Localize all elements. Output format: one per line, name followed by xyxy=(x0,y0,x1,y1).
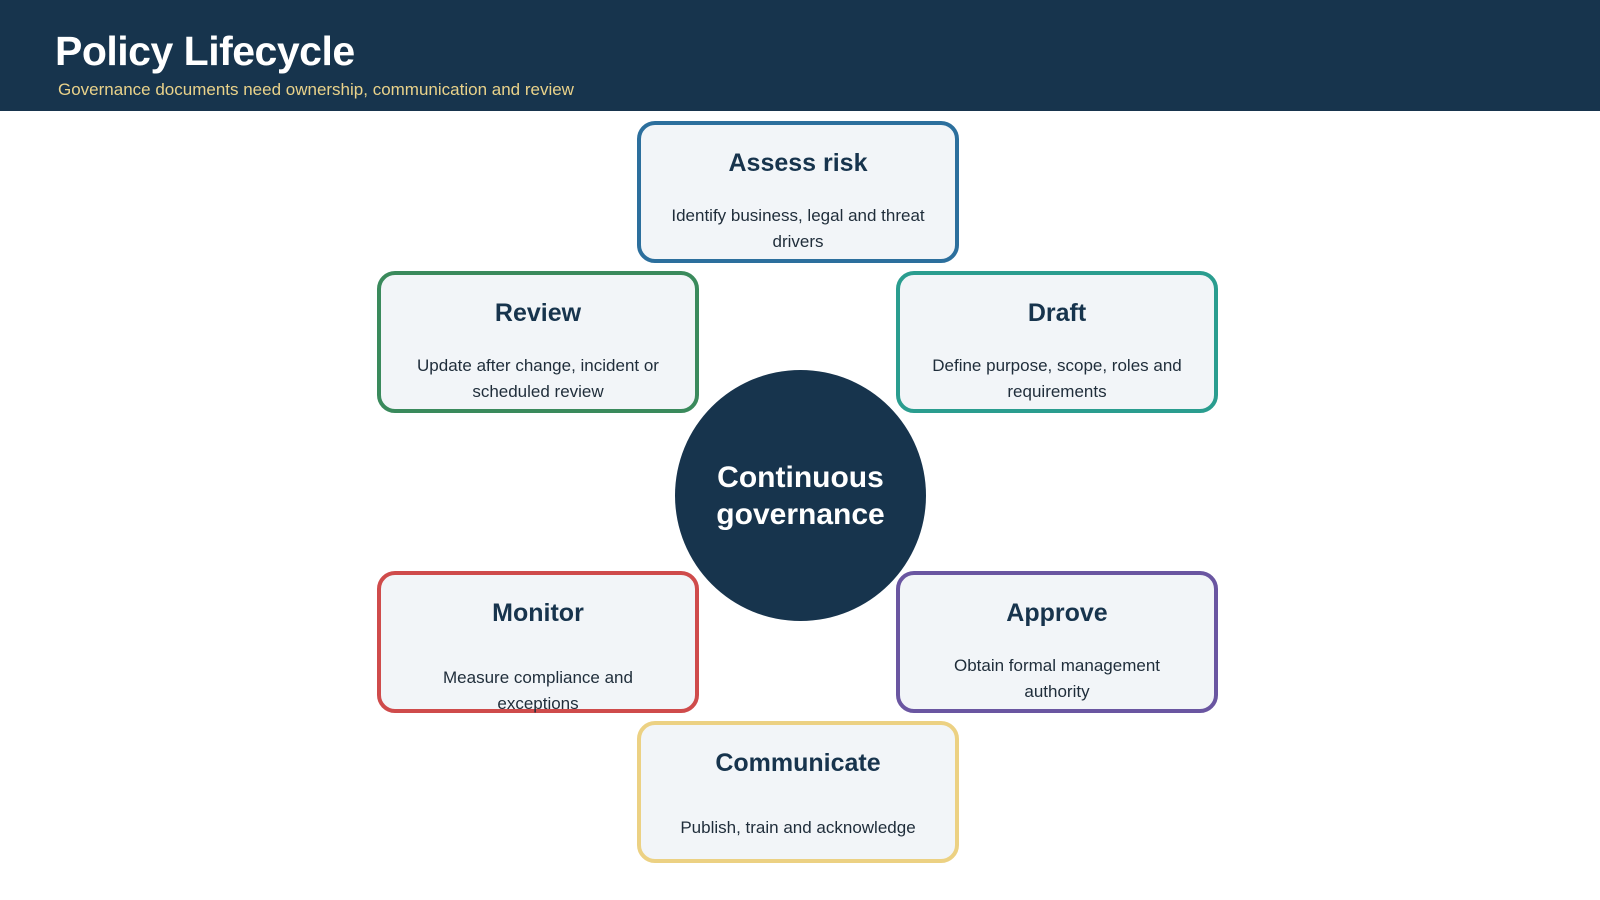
page-title: Policy Lifecycle xyxy=(55,28,355,74)
header-bar: Policy Lifecycle Governance documents ne… xyxy=(0,0,1600,111)
stage-card-review: Review Update after change, incident or … xyxy=(377,271,699,413)
stage-card-assess-risk: Assess risk Identify business, legal and… xyxy=(637,121,959,263)
stage-description: Update after change, incident or schedul… xyxy=(417,356,659,401)
page-subtitle: Governance documents need ownership, com… xyxy=(58,80,574,99)
hub-label: Continuous governance xyxy=(716,460,885,531)
stage-title: Communicate xyxy=(715,749,881,777)
stage-description: Identify business, legal and threat driv… xyxy=(671,206,925,251)
stage-card-approve: Approve Obtain formal management authori… xyxy=(896,571,1218,713)
stage-card-communicate: Communicate Publish, train and acknowled… xyxy=(637,721,959,863)
stage-card-monitor: Monitor Measure compliance and exception… xyxy=(377,571,699,713)
stage-title: Review xyxy=(494,299,582,327)
stage-title: Draft xyxy=(1027,299,1087,327)
hub-circle: Continuous governance xyxy=(675,370,926,621)
stage-title: Approve xyxy=(1006,599,1108,627)
stage-card-draft: Draft Define purpose, scope, roles and r… xyxy=(896,271,1218,413)
stage-description: Publish, train and acknowledge xyxy=(680,818,916,837)
stage-description: Measure compliance and exceptions xyxy=(443,668,633,713)
stage-description: Define purpose, scope, roles and require… xyxy=(932,356,1182,401)
stage-title: Assess risk xyxy=(728,149,868,177)
stage-title: Monitor xyxy=(492,599,584,627)
stage-description: Obtain formal management authority xyxy=(954,656,1160,701)
